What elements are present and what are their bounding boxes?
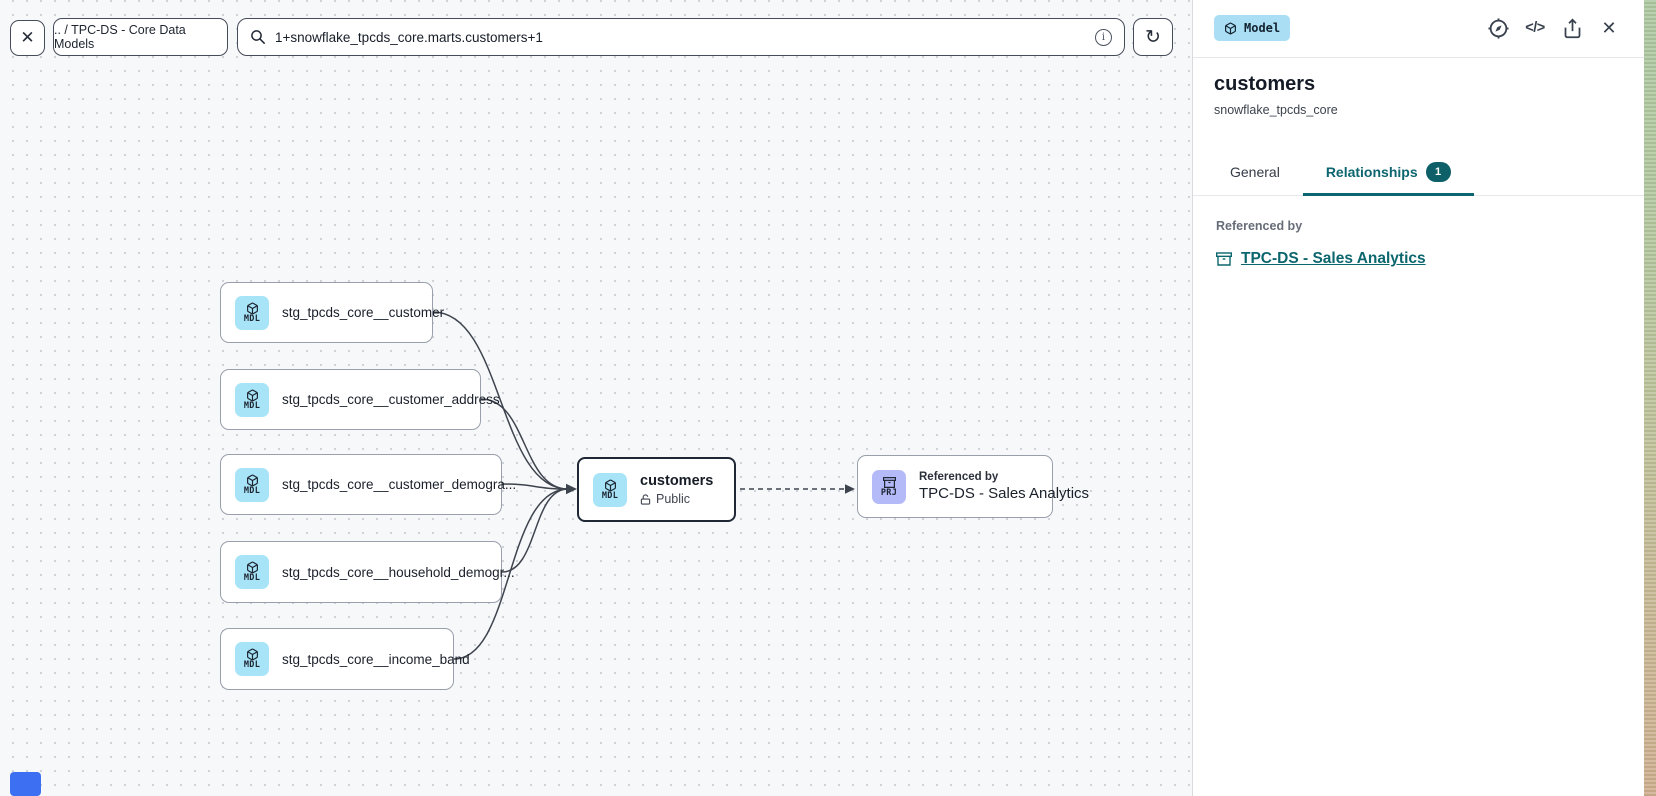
node-label: stg_tpcds_core__income_band xyxy=(282,651,470,667)
referenced-project-link[interactable]: TPC-DS - Sales Analytics xyxy=(1241,250,1426,267)
node-stg-tpcds-core-customer-address[interactable]: MDL stg_tpcds_core__customer_address xyxy=(220,369,500,430)
node-title: TPC-DS - Sales Analytics xyxy=(919,485,1090,502)
node-stg-tpcds-core-household-demographics[interactable]: MDL stg_tpcds_core__household_demogr... xyxy=(220,541,515,603)
model-icon: MDL xyxy=(235,382,269,417)
relationships-count-badge: 1 xyxy=(1425,162,1451,182)
node-type-tag: MDL xyxy=(243,573,261,583)
project-icon: PRJ xyxy=(872,469,906,504)
close-icon: ✕ xyxy=(20,28,35,47)
share-button[interactable] xyxy=(1559,15,1585,41)
panel-header: Model </> ✕ xyxy=(1193,0,1644,58)
refresh-icon: ↻ xyxy=(1145,26,1161,48)
explore-lineage-button[interactable] xyxy=(1485,15,1511,41)
info-icon[interactable]: i xyxy=(1095,28,1112,46)
model-icon: MDL xyxy=(593,472,627,507)
node-type-tag: MDL xyxy=(243,400,261,411)
search-icon xyxy=(251,30,265,44)
node-label: stg_tpcds_core__customer_demogra... xyxy=(282,477,517,492)
details-panel: Model </> ✕ customers snowflake_tpcds_co… xyxy=(1192,0,1644,796)
node-customers-selected[interactable]: MDL customers Public xyxy=(577,457,736,522)
node-type-tag: MDL xyxy=(243,660,261,670)
model-type-label: Model xyxy=(1244,21,1281,35)
node-type-tag: MDL xyxy=(243,485,261,496)
node-label: stg_tpcds_core__customer xyxy=(282,305,445,320)
panel-subtitle: snowflake_tpcds_core xyxy=(1214,103,1338,117)
tab-relationships-label: Relationships xyxy=(1325,164,1418,180)
model-icon: MDL xyxy=(235,295,269,330)
close-panel-button[interactable]: ✕ xyxy=(1601,17,1617,38)
node-label: stg_tpcds_core__household_demogr... xyxy=(282,564,515,580)
model-icon: MDL xyxy=(235,467,269,502)
breadcrumb[interactable]: .. / TPC-DS - Core Data Models xyxy=(53,18,228,56)
model-icon xyxy=(1225,21,1236,35)
model-icon: MDL xyxy=(235,642,269,676)
panel-title: customers xyxy=(1214,73,1316,95)
panel-tabs: General Relationships 1 xyxy=(1193,148,1644,196)
close-lineage-button[interactable]: ✕ xyxy=(10,20,45,56)
share-icon xyxy=(1564,18,1580,38)
lineage-search: i xyxy=(237,18,1125,56)
node-referenced-project[interactable]: PRJ Referenced by TPC-DS - Sales Analyti… xyxy=(857,455,1089,518)
view-code-button[interactable]: </> xyxy=(1525,20,1545,36)
node-type-tag: MDL xyxy=(243,313,261,324)
node-kicker: Referenced by xyxy=(919,471,999,483)
node-access-label: Public xyxy=(656,492,691,506)
tab-general-label: General xyxy=(1230,164,1280,180)
compass-icon xyxy=(1487,17,1509,39)
model-type-badge: Model xyxy=(1214,15,1291,41)
tab-general[interactable]: General xyxy=(1207,148,1303,196)
tab-relationships[interactable]: Relationships 1 xyxy=(1303,148,1474,196)
refresh-button[interactable]: ↻ xyxy=(1133,18,1173,56)
node-title: customers xyxy=(640,473,714,489)
model-icon: MDL xyxy=(235,555,269,589)
background-wallpaper-sliver xyxy=(1644,0,1656,796)
node-type-tag: PRJ xyxy=(880,487,898,498)
unlock-icon xyxy=(640,493,651,505)
canvas-corner-badge xyxy=(10,772,41,796)
referenced-by-label: Referenced by xyxy=(1216,219,1303,233)
node-type-tag: MDL xyxy=(601,490,619,501)
breadcrumb-label: .. / TPC-DS - Core Data Models xyxy=(54,23,186,51)
node-stg-tpcds-core-customer-demographics[interactable]: MDL stg_tpcds_core__customer_demogra... xyxy=(220,454,516,515)
node-stg-tpcds-core-customer[interactable]: MDL stg_tpcds_core__customer xyxy=(220,282,444,343)
node-stg-tpcds-core-income-band[interactable]: MDL stg_tpcds_core__income_band xyxy=(220,628,470,690)
project-archive-icon xyxy=(1216,252,1232,266)
node-label: stg_tpcds_core__customer_address xyxy=(282,392,500,407)
search-input[interactable] xyxy=(275,29,1086,45)
